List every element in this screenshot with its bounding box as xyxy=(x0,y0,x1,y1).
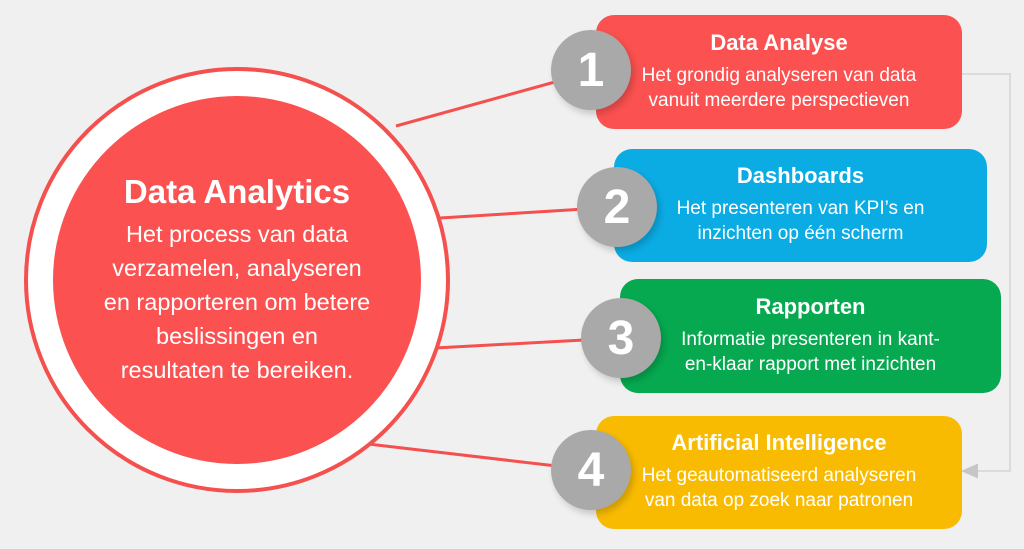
step-title: Dashboards xyxy=(736,163,865,188)
step-number-badge-4: 4 xyxy=(551,430,631,510)
step-description: Het grondig analyseren van data vanuit m… xyxy=(641,64,917,111)
center-circle-fill: Data Analytics Het process van data verz… xyxy=(53,96,421,464)
step-card-data-analyse: Data Analyse Het grondig analyseren van … xyxy=(596,15,962,129)
step-title: Data Analyse xyxy=(710,29,848,55)
step-description: Informatie presenteren in kant- en-klaar… xyxy=(681,328,940,375)
step-card-rapporten: Rapporten Informatie presenteren in kant… xyxy=(620,279,1001,393)
center-circle: Data Analytics Het process van data verz… xyxy=(24,67,450,493)
center-description: Het process van data verzamelen, analyse… xyxy=(103,221,371,384)
step-card-artificial-intelligence: Artificial Intelligence Het geautomatise… xyxy=(596,416,962,529)
step-number-badge-3: 3 xyxy=(581,298,661,378)
step-number: 4 xyxy=(577,443,605,497)
step-description: Het geautomatiseerd analyseren van data … xyxy=(641,465,917,511)
step-title: Rapporten xyxy=(755,293,866,319)
step-number-badge-2: 2 xyxy=(577,167,657,247)
center-title: Data Analytics xyxy=(123,172,351,210)
step-number-badge-1: 1 xyxy=(551,30,631,110)
loop-arrowhead-icon xyxy=(961,463,978,479)
step-number: 3 xyxy=(607,311,635,365)
step-number: 2 xyxy=(603,180,631,234)
step-number: 1 xyxy=(577,43,605,97)
step-title: Artificial Intelligence xyxy=(671,430,887,455)
step-card-dashboards: Dashboards Het presenteren van KPI’s en … xyxy=(614,149,987,262)
loop-connector-line xyxy=(962,73,1011,472)
step-description: Het presenteren van KPI’s en inzichten o… xyxy=(676,198,925,244)
